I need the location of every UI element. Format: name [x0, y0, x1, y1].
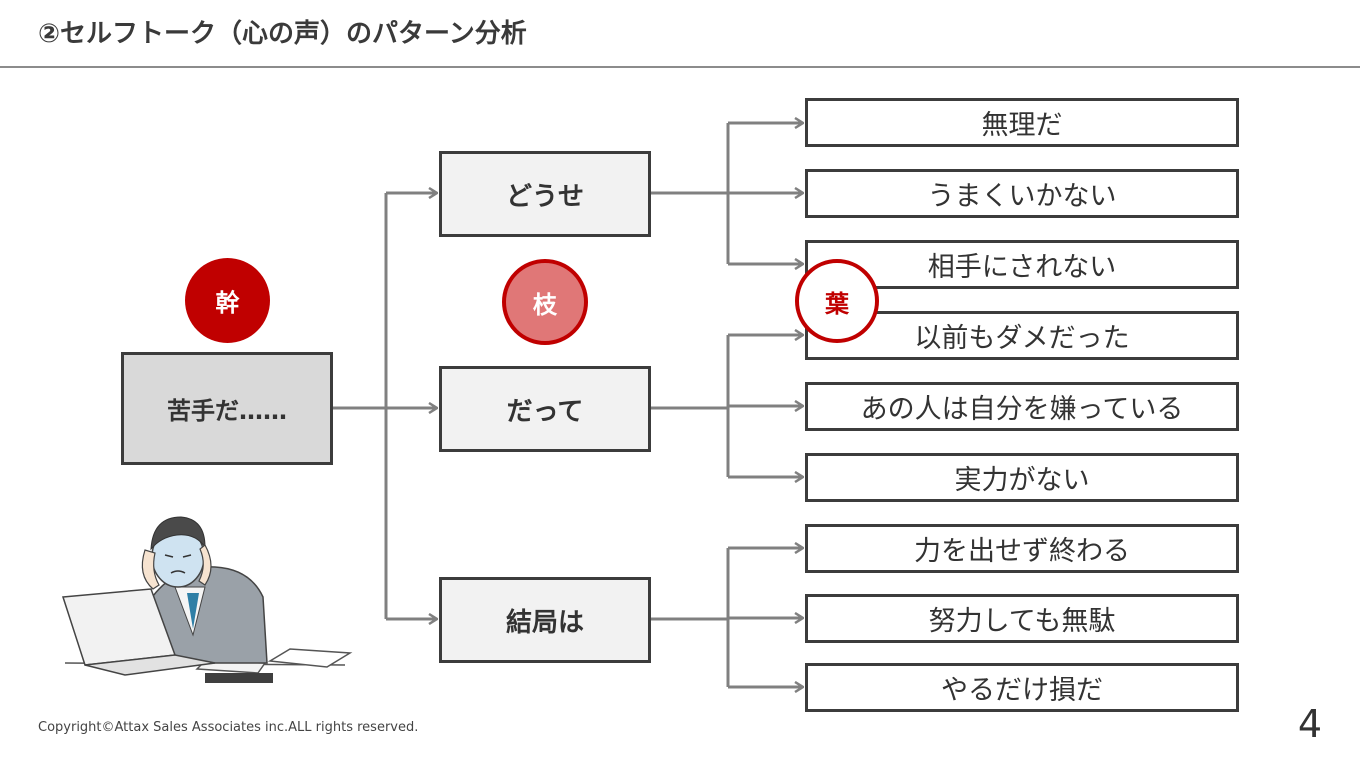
- leaf-box: 無理だ: [805, 98, 1239, 147]
- worried-businessman-illustration: [61, 516, 353, 683]
- title-divider: [0, 66, 1360, 68]
- leaf-badge: 葉: [795, 259, 879, 343]
- branch-box-datte: だって: [439, 366, 651, 452]
- branch-box-douse: どうせ: [439, 151, 651, 237]
- leaf-box: 相手にされない: [805, 240, 1239, 289]
- trunk-box: 苦手だ……: [121, 352, 333, 465]
- trunk-badge: 幹: [185, 258, 270, 343]
- leaf-box: 以前もダメだった: [805, 311, 1239, 360]
- page-title: ②セルフトーク（心の声）のパターン分析: [38, 19, 527, 49]
- leaf-box: やるだけ損だ: [805, 663, 1239, 712]
- leaf-box: あの人は自分を嫌っている: [805, 382, 1239, 431]
- copyright-text: Copyright©Attax Sales Associates inc.ALL…: [38, 720, 419, 735]
- leaf-box: 力を出せず終わる: [805, 524, 1239, 573]
- leaf-box: うまくいかない: [805, 169, 1239, 218]
- leaf-box: 実力がない: [805, 453, 1239, 502]
- page-number: 4: [1297, 702, 1322, 746]
- branch-badge: 枝: [502, 259, 588, 345]
- leaf-box: 努力しても無駄: [805, 594, 1239, 643]
- branch-box-kekkyoku: 結局は: [439, 577, 651, 663]
